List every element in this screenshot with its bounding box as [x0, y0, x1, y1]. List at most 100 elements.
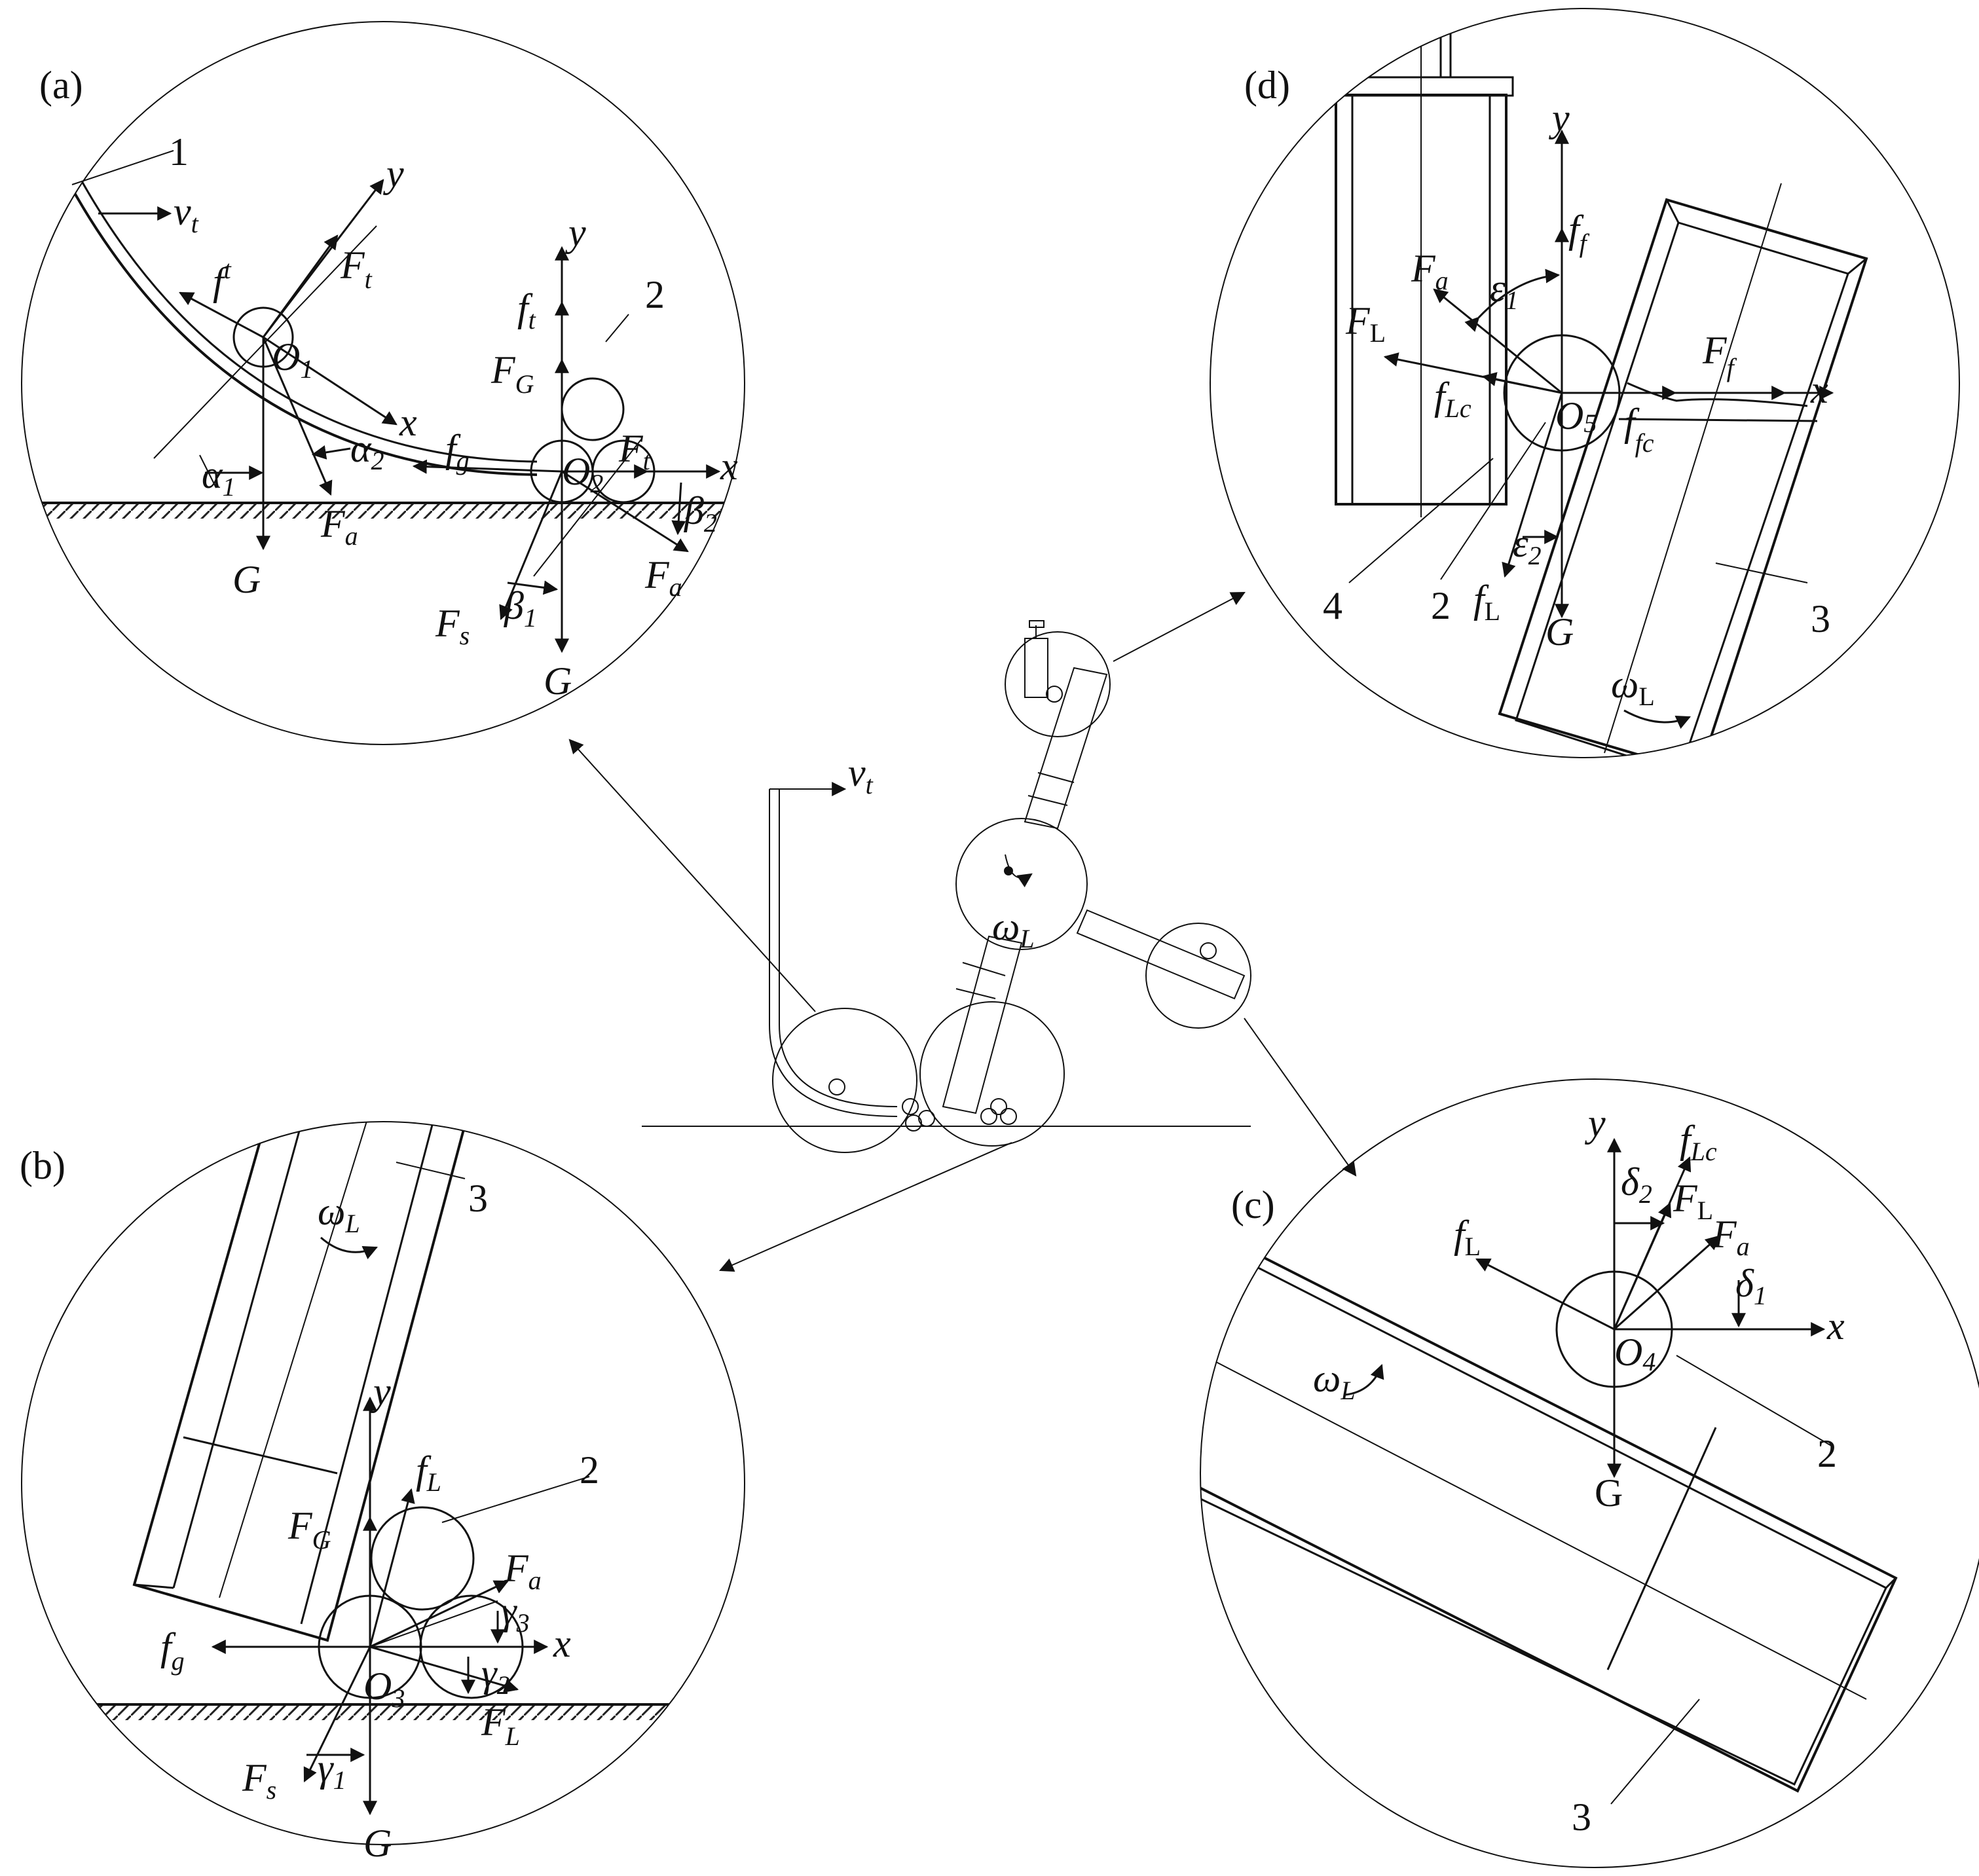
ball-c5	[990, 1098, 1007, 1115]
Fa-label-d: Fa	[1411, 247, 1449, 295]
center-vt-label: vt	[848, 751, 874, 800]
leader-3-b	[396, 1162, 466, 1179]
panel-b-label: (b)	[20, 1144, 65, 1187]
omega-label-d: ωL	[1611, 663, 1655, 711]
ball-c9	[1200, 942, 1217, 959]
center-guide	[769, 789, 898, 1117]
alpha2-arrow	[311, 445, 351, 460]
FL-label-b: FL	[481, 1701, 520, 1751]
Ft-arrow	[262, 234, 339, 338]
arm-up-tick1	[1027, 795, 1068, 806]
x-axis-label-a2: x	[720, 445, 738, 488]
leader-2-c	[1676, 1355, 1834, 1448]
FL-label-d: FL	[1345, 299, 1386, 348]
panel-c-label: (c)	[1231, 1183, 1275, 1226]
x-axis-label-b: x	[553, 1622, 571, 1665]
alpha2-label: α2	[350, 427, 384, 475]
ball-c7	[1000, 1108, 1017, 1125]
center-omega-label: ωL	[992, 905, 1035, 953]
panel-b-circle	[21, 1121, 745, 1845]
gamma3-label: γ3	[501, 1589, 530, 1638]
ref-line-b	[369, 1600, 498, 1647]
center-mechanism	[568, 591, 1357, 1272]
panel-a	[21, 21, 745, 745]
ball-c8	[1046, 686, 1063, 703]
vt-label: vt	[174, 190, 199, 238]
part-3-c-corner	[1885, 1577, 1897, 1589]
omega-arc-d	[1623, 709, 1692, 729]
zoom-circle-b	[919, 1001, 1065, 1147]
alpha1-ref	[199, 454, 217, 488]
panel-a-circle	[21, 21, 745, 745]
callout-d	[1113, 591, 1246, 662]
part-3-b-axis	[219, 1122, 374, 1598]
Fa-arrow-b	[369, 1580, 509, 1648]
ground-hatch	[26, 503, 745, 519]
Fa-arrow-d	[1433, 288, 1563, 394]
Ft2-label: Ft	[618, 427, 651, 475]
part-3-arm	[1498, 198, 1868, 758]
leader-2	[605, 314, 629, 342]
ft2-label: ft	[517, 286, 536, 335]
ball-b-top	[370, 1506, 475, 1611]
omega-label-c: ωL	[1313, 1357, 1356, 1405]
part-label-2-b: 2	[580, 1448, 599, 1492]
y-axis-label-d: y	[1548, 96, 1570, 139]
part-3-c-joint	[1606, 1427, 1717, 1670]
part-3-joint-curve	[1627, 382, 1808, 407]
ball-top	[561, 377, 625, 441]
Fa-label-a1: Fa	[320, 502, 358, 551]
beta2-label: β2	[684, 489, 717, 538]
omega-arc-c	[1345, 1363, 1384, 1396]
ft-arrow	[179, 291, 264, 339]
panel-d-circle	[1210, 8, 1960, 758]
Fa2-arrow	[561, 470, 689, 553]
leader-3-c	[1610, 1699, 1700, 1805]
x-axis-label-c: x	[1826, 1304, 1845, 1348]
x-axis-label-a1: x	[399, 401, 417, 444]
beta1-label: β1	[504, 584, 537, 633]
leader-2-d	[1440, 422, 1546, 580]
FG-label-b: FG	[287, 1504, 331, 1554]
gamma2-label: γ2	[481, 1651, 510, 1700]
FL-arrow-b	[369, 1646, 519, 1693]
x-axis-label-d: x	[1810, 368, 1828, 411]
Fs-arrow-b	[303, 1646, 371, 1782]
y-axis-label-a1: y	[382, 152, 404, 195]
fLc-label-d: fLc	[1434, 375, 1471, 423]
Ff-label: Ff	[1702, 329, 1737, 382]
ffc-label: ffc	[1624, 401, 1654, 458]
leader-4	[533, 438, 642, 577]
fL-arrow-c	[1475, 1258, 1615, 1331]
leader-2-b	[441, 1476, 590, 1523]
fL-arrow-b	[369, 1488, 415, 1647]
Fa-label-b: Fa	[504, 1547, 542, 1595]
eps2-label: ε2	[1513, 522, 1542, 570]
G-label-b: G	[363, 1822, 392, 1865]
center-guide-inner	[779, 789, 898, 1107]
ball-c3	[918, 1110, 935, 1127]
leader-3-d	[1715, 562, 1808, 583]
part-label-3-d: 3	[1811, 597, 1830, 640]
O3-label: O3	[363, 1664, 405, 1713]
G-label-a2: G	[544, 659, 572, 703]
part-3-arm-c	[1200, 1229, 1898, 1793]
ft-label: ft	[213, 255, 232, 303]
callout-c	[1244, 1018, 1357, 1177]
fg-label-b: fg	[160, 1625, 185, 1676]
part-3-arm-b	[132, 1122, 473, 1642]
omega-arc-b	[320, 1236, 379, 1260]
part-label-3-c: 3	[1572, 1795, 1591, 1839]
panel-a-label: (a)	[39, 64, 83, 107]
FL-label-c: FL	[1673, 1177, 1713, 1225]
part-label-2-a: 2	[645, 273, 665, 316]
eps1-arc	[1464, 268, 1561, 332]
FG-label-a: FG	[490, 348, 534, 399]
x-axis-a1	[263, 336, 398, 426]
eps1-label: ε1	[1490, 267, 1519, 315]
alpha1-label: α1	[202, 453, 236, 502]
Fa-label-a2: Fa	[644, 553, 682, 602]
beta1-arrow	[507, 580, 559, 595]
O1-label: O1	[272, 335, 313, 384]
